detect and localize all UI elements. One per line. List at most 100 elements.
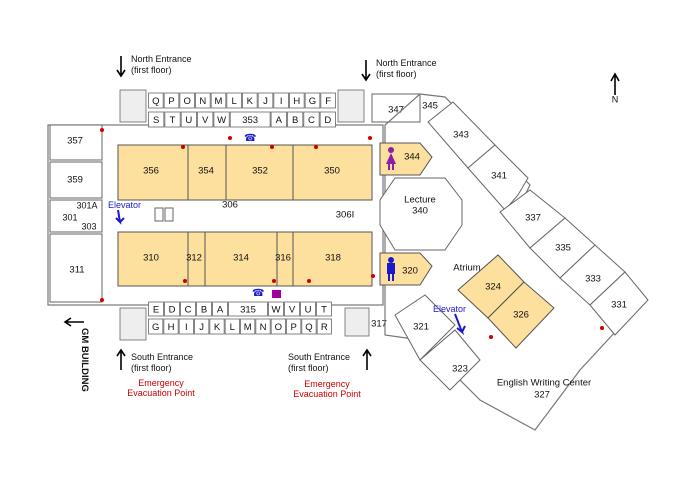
room-356[interactable] bbox=[117, 144, 189, 201]
locker-cell bbox=[163, 92, 180, 109]
women-restroom-icon bbox=[386, 147, 396, 170]
locker-label: J bbox=[199, 322, 204, 333]
stairs-icon bbox=[119, 307, 147, 341]
locker-label: P bbox=[290, 322, 296, 333]
room-326-label: 326 bbox=[513, 310, 529, 321]
svg-text:North Entrance: North Entrance bbox=[131, 54, 192, 64]
room-306-label: 306 bbox=[222, 200, 238, 211]
locker-cell bbox=[213, 111, 230, 128]
locker-label: T bbox=[170, 115, 176, 126]
north-arrow-icon bbox=[610, 72, 620, 95]
locker-cell bbox=[257, 92, 274, 109]
locker-cell bbox=[180, 301, 196, 317]
room-341-label: 341 bbox=[491, 171, 507, 182]
fixture bbox=[154, 207, 164, 222]
locker-cell bbox=[319, 111, 336, 128]
room-301A-label: 301A bbox=[76, 200, 97, 210]
room-347-label: 347 bbox=[388, 105, 404, 116]
room-333-label: 333 bbox=[585, 274, 601, 285]
room-357[interactable] bbox=[49, 124, 103, 161]
room-326[interactable] bbox=[487, 281, 555, 349]
svg-text:☎: ☎ bbox=[244, 133, 256, 144]
evacuation-point-label: Emergency bbox=[304, 379, 350, 389]
south-entrance-1: South Entrance (first floor) Emergency E… bbox=[116, 348, 195, 398]
locker-cell bbox=[284, 301, 300, 317]
room-321[interactable] bbox=[394, 294, 456, 361]
locker-cell bbox=[148, 111, 165, 128]
locker-label: N bbox=[199, 96, 206, 107]
locker-label: Q bbox=[152, 96, 159, 107]
locker-label: Q bbox=[305, 322, 312, 333]
room-347[interactable] bbox=[371, 93, 421, 123]
room-310-label: 310 bbox=[143, 253, 159, 264]
room-320-label: 320 bbox=[402, 266, 418, 277]
arrow-down-icon bbox=[116, 56, 126, 78]
stairs-icon bbox=[337, 89, 365, 123]
room-312-label: 312 bbox=[186, 253, 202, 264]
svg-text:North Entrance: North Entrance bbox=[376, 58, 437, 68]
locker-cell bbox=[148, 92, 164, 109]
locker-label: T bbox=[321, 305, 327, 316]
locker-label: F bbox=[325, 96, 331, 107]
locker-cell bbox=[209, 318, 225, 335]
locker-cell bbox=[194, 318, 210, 335]
room-310[interactable] bbox=[117, 231, 189, 287]
room-357-label: 357 bbox=[67, 136, 83, 147]
elevator-label-west: Elevator bbox=[108, 200, 141, 210]
locker-cell bbox=[289, 92, 305, 109]
locker-cell bbox=[179, 92, 195, 109]
room-301-label: 301 bbox=[62, 212, 77, 222]
locker-label: H bbox=[168, 322, 175, 333]
room-345-label: 345 bbox=[422, 101, 438, 112]
locker-label: U bbox=[185, 115, 192, 126]
locker-cell bbox=[270, 318, 286, 335]
room-354-label: 354 bbox=[198, 166, 214, 177]
room-343-label: 343 bbox=[453, 130, 469, 141]
room-359[interactable] bbox=[49, 161, 103, 199]
room-314[interactable] bbox=[204, 231, 278, 287]
elevator-label-east: Elevator bbox=[433, 304, 466, 314]
svg-text:GM BUILDING: GM BUILDING bbox=[79, 328, 90, 392]
locker-label: N bbox=[260, 322, 267, 333]
locker-label: W bbox=[272, 305, 281, 316]
locker-label: R bbox=[321, 322, 328, 333]
locker-label: U bbox=[305, 305, 312, 316]
locker-cell bbox=[270, 111, 287, 128]
arrow-left-icon bbox=[63, 317, 84, 327]
svg-text:Evacuation Point: Evacuation Point bbox=[293, 389, 361, 399]
locker-cell bbox=[273, 92, 289, 109]
locker-cell bbox=[228, 301, 268, 317]
locker-label: G bbox=[152, 322, 159, 333]
room-318[interactable] bbox=[292, 231, 373, 287]
room-323[interactable] bbox=[419, 329, 481, 391]
room-350-label: 350 bbox=[324, 166, 340, 177]
room-311[interactable] bbox=[49, 233, 103, 303]
locker-label: P bbox=[168, 96, 174, 107]
svg-text:Evacuation Point: Evacuation Point bbox=[127, 388, 195, 398]
room-331[interactable] bbox=[589, 271, 649, 336]
locker-cell bbox=[268, 301, 284, 317]
room-354[interactable] bbox=[187, 144, 227, 201]
arrow-up-icon bbox=[362, 348, 372, 370]
locker-label: M bbox=[244, 322, 252, 333]
locker-label: E bbox=[153, 305, 159, 316]
locker-label: C bbox=[185, 305, 192, 316]
elevator-arrow-icon bbox=[454, 313, 466, 336]
room-352-label: 352 bbox=[252, 166, 268, 177]
room-340-lecture[interactable] bbox=[379, 177, 463, 251]
room-352[interactable] bbox=[225, 144, 294, 201]
locker-label: G bbox=[309, 96, 316, 107]
room-341[interactable] bbox=[467, 144, 529, 211]
room-344-label: 344 bbox=[404, 152, 420, 163]
locker-label: 353 bbox=[242, 115, 258, 126]
locker-cell bbox=[210, 92, 227, 109]
locker-cell bbox=[229, 111, 271, 128]
locker-label: B bbox=[292, 115, 298, 126]
locker-cell bbox=[148, 318, 164, 335]
room-301[interactable] bbox=[49, 199, 103, 233]
north-entrance-1: North Entrance (first floor) bbox=[116, 54, 192, 78]
room-350[interactable] bbox=[292, 144, 373, 201]
locker-cell bbox=[301, 318, 317, 335]
